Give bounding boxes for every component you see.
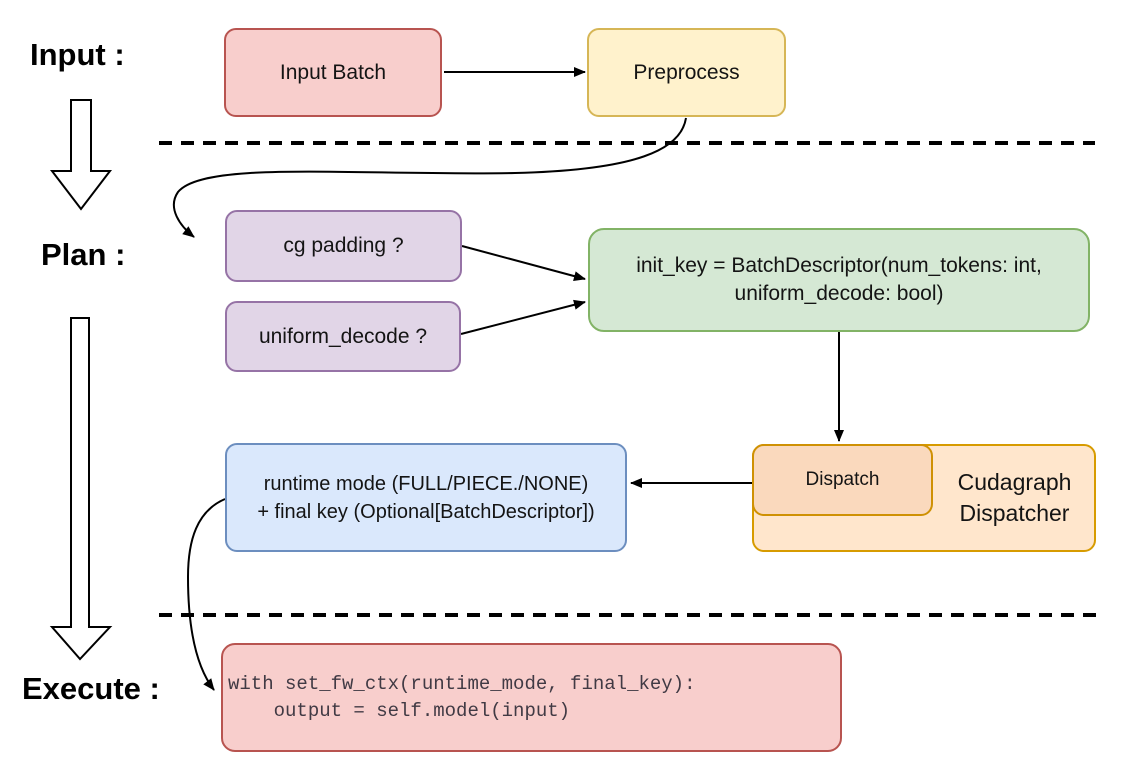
node-init-key-line2: uniform_decode: bool) [734,282,944,305]
node-uniform-decode-label: uniform_decode ? [258,324,428,348]
node-runtime-mode-line1: runtime mode (FULL/PIECE./NONE) [263,472,589,495]
stage-arrow-input-to-plan-icon [49,99,113,211]
stage-label-input: Input : [30,37,125,72]
node-cudagraph-dispatcher-line2: Dispatcher [959,500,1070,526]
node-cudagraph-dispatcher-label: Cudagraph Dispatcher [935,446,1094,550]
stage-label-execute: Execute : [22,671,160,706]
node-uniform-decode: uniform_decode ? [225,301,461,372]
stage-label-plan: Plan : [41,237,126,272]
arrow-cgpadding-to-initkey [461,245,586,281]
execute-code-line2: output = self.model(input) [228,699,571,722]
node-cg-padding-label: cg padding ? [283,234,404,257]
node-cg-padding: cg padding ? [225,210,462,282]
stage-arrow-plan-to-execute-icon [49,317,113,661]
arrow-runtime-to-execute-code [186,498,226,691]
node-preprocess-label: Preprocess [633,60,740,84]
node-dispatch-label: Dispatch [805,469,880,490]
arrow-uniformdecode-to-initkey [460,299,586,335]
node-dispatch: Dispatch [752,444,933,516]
node-preprocess: Preprocess [587,28,786,117]
arrow-preprocess-to-cgpadding [172,117,687,238]
node-init-key-line1: init_key = BatchDescriptor(num_tokens: i… [636,254,1042,277]
execute-code-line1: with set_fw_ctx(runtime_mode, final_key)… [228,672,696,695]
node-runtime-mode-line2: + final key (Optional[BatchDescriptor]) [257,500,595,523]
node-input-batch-label: Input Batch [279,60,387,84]
node-runtime-mode: runtime mode (FULL/PIECE./NONE) + final … [225,443,627,552]
node-input-batch: Input Batch [224,28,442,117]
node-init-key: init_key = BatchDescriptor(num_tokens: i… [588,228,1090,332]
node-cudagraph-dispatcher-line1: Cudagraph [957,469,1072,495]
node-execute-code: with set_fw_ctx(runtime_mode, final_key)… [221,643,842,752]
